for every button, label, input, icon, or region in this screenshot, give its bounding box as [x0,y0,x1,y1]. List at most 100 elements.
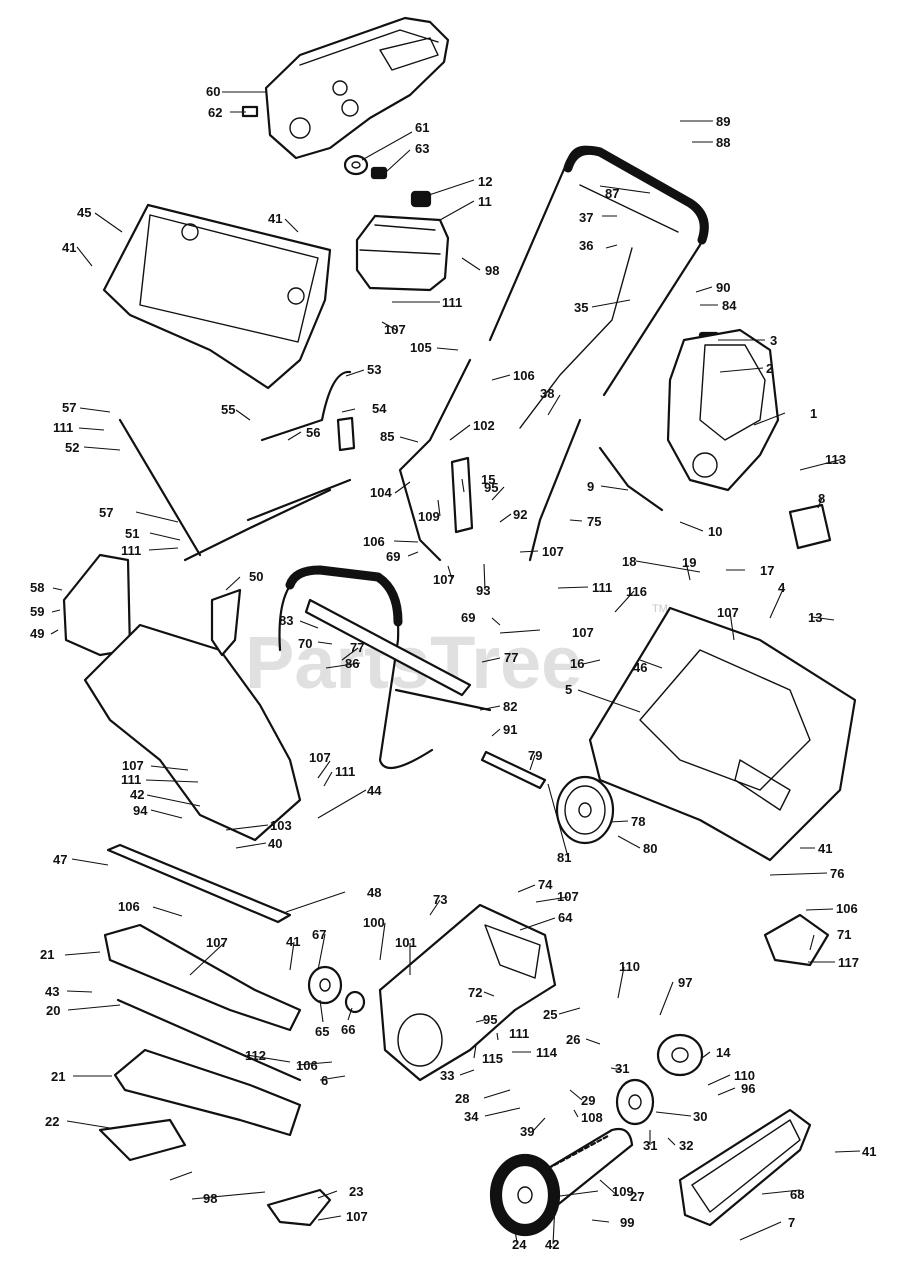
part-58-chute [62,553,302,842]
part-12-fuel-cap [410,190,432,208]
callout-label: 41 [62,240,76,255]
callout-label: 31 [643,1138,657,1153]
part-47-plate [106,843,292,924]
callout-label: 104 [370,485,392,500]
callout-label: 9 [587,479,594,494]
callout-label: 107 [542,544,564,559]
part-35-control-rod [519,247,633,429]
callout-label: 21 [51,1069,65,1084]
part-64-gearcase [378,903,557,1082]
callout-label: 45 [77,205,91,220]
callout-label: 30 [693,1109,707,1124]
callout-label: 101 [395,935,417,950]
callout-label: 81 [557,850,571,865]
callout-label: 117 [838,955,859,970]
callout-label: 60 [206,84,220,99]
callout-label: 107 [206,935,228,950]
callout-label: 43 [45,984,59,999]
callout-label: 5 [565,682,572,697]
callout-label: 82 [503,699,517,714]
callout-label: 61 [415,120,429,135]
callout-label: 92 [513,507,527,522]
callout-label: 19 [682,555,696,570]
callout-label: 107 [572,625,594,640]
part-14-pulley [656,1033,704,1077]
callout-label: 14 [716,1045,731,1060]
callout-label: 49 [30,626,44,641]
callout-label: 112 [245,1048,266,1063]
callout-label: 65 [315,1024,329,1039]
callout-label: 41 [818,841,832,856]
part-60-belt-guard-top [264,16,450,160]
callout-label: 4 [778,580,786,595]
callout-label: 55 [221,402,235,417]
callout-label: 13 [808,610,822,625]
callout-label: 76 [830,866,844,881]
callout-label: 70 [298,636,312,651]
callout-label: 95 [483,1012,497,1027]
part-68-cover [678,1108,812,1227]
callout-label: 107 [433,572,455,587]
part-24-sprocket [489,1153,561,1237]
callout-label: 8 [818,491,825,506]
part-46-base-plate [588,606,857,862]
callout-label: 73 [433,892,447,907]
callout-label: 24 [512,1237,527,1252]
callout-label: 103 [270,818,292,833]
part-45-frame-bracket [102,203,332,390]
callout-label: 100 [363,915,385,930]
callout-label: 77 [350,640,364,655]
callout-label: 42 [545,1237,559,1252]
callout-label: 42 [130,787,144,802]
callout-label: 58 [30,580,44,595]
callout-label: 38 [540,386,554,401]
callout-label: 75 [587,514,601,529]
callout-label: 44 [367,783,382,798]
callout-label: 110 [619,959,640,974]
callout-labels: 60 62 61 63 89 88 87 12 11 37 36 45 41 4… [30,84,876,1252]
callout-label: 52 [65,440,79,455]
callout-label: 106 [836,901,858,916]
callout-label: 29 [581,1093,595,1108]
part-65-washer [307,965,343,1005]
callout-label: 72 [468,985,482,1000]
part-1-engine [666,328,780,492]
callout-label: 107 [346,1209,368,1224]
callout-label: 32 [679,1138,693,1153]
callout-label: 53 [367,362,381,377]
callout-label: 46 [633,660,647,675]
part-71-cover [763,913,830,967]
callout-label: 98 [485,263,499,278]
callout-label: 48 [367,885,381,900]
callout-label: 41 [862,1144,876,1159]
callout-label: 59 [30,604,44,619]
callout-label: 63 [415,141,429,156]
callout-label: 64 [558,910,573,925]
callout-label: 96 [741,1081,755,1096]
part-85-handle-lower [398,358,582,562]
callout-label: 107 [717,605,739,620]
callout-label: 71 [837,927,851,942]
part-79-axle [480,750,547,790]
callout-label: 111 [121,772,141,787]
callout-label: 1 [810,406,817,421]
callout-label: 86 [345,656,359,671]
callout-label: 39 [520,1124,534,1139]
callout-label: 93 [476,583,490,598]
callout-label: 111 [442,295,462,310]
callout-label: 110 [734,1068,755,1083]
callout-label: 35 [574,300,588,315]
part-53-shift-rod [246,370,352,522]
callout-label: 50 [249,569,263,584]
part-70-crossbar [304,598,472,697]
callout-label: 97 [678,975,692,990]
callout-label: 94 [133,803,148,818]
callout-label: 41 [286,934,300,949]
callout-label: 69 [386,549,400,564]
callout-label: 107 [122,758,144,773]
callout-label: 51 [125,526,139,541]
callout-label: 106 [296,1058,318,1073]
callout-label: 113 [825,452,846,467]
